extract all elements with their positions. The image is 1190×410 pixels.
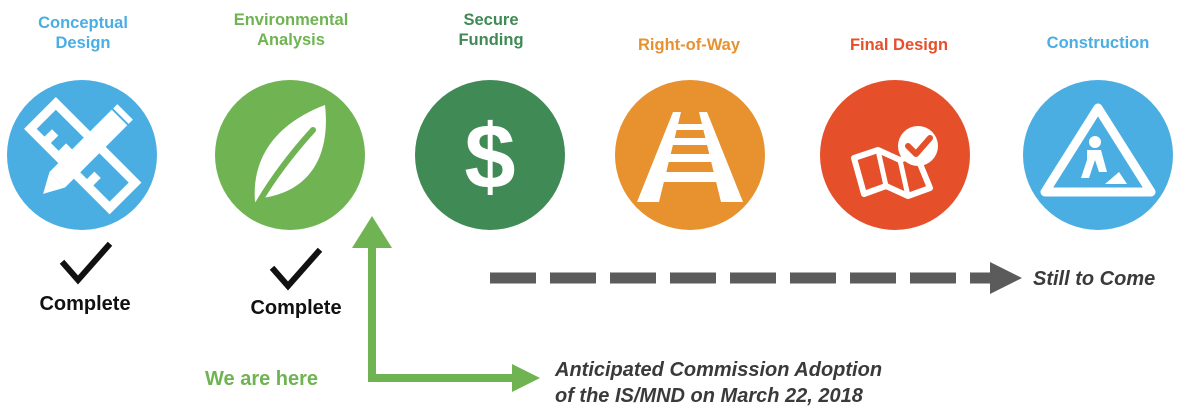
stage-construction: [1023, 80, 1173, 230]
stage-label-secure-funding: Secure Funding: [458, 11, 524, 49]
leaf-icon: [254, 105, 326, 205]
road-work-sign-icon: [1040, 103, 1156, 197]
we-are-here-label: We are here: [205, 368, 319, 390]
stage-conceptual-design: [7, 80, 157, 230]
checkmark-icon: [59, 241, 113, 285]
checkmark-icon: [269, 247, 323, 291]
stage-right-of-way: [615, 80, 765, 230]
stage-label-conceptual-design: Conceptual Design: [38, 14, 128, 52]
railroad-track-icon: [637, 112, 743, 202]
map-check-icon: [851, 126, 938, 199]
still-to-come-dashed-arrow: [490, 262, 1022, 294]
dollar-icon: $: [464, 106, 515, 208]
adoption-note-line1: Anticipated Commission Adoption: [555, 359, 883, 381]
stage-label-construction: Construction: [1046, 34, 1150, 52]
still-to-come-label: Still to Come: [1033, 268, 1156, 290]
pencil-ruler-icon: [24, 97, 142, 215]
svg-text:$: $: [464, 106, 515, 208]
adoption-note: Anticipated Commission Adoption of the I…: [555, 357, 882, 409]
status-complete-conceptual: Complete: [39, 293, 131, 315]
adoption-note-line2: of the IS/MND on March 22, 2018: [555, 385, 863, 407]
stage-secure-funding: $: [415, 80, 565, 230]
stage-label-final-design: Final Design: [849, 36, 949, 54]
we-are-here-arrow: [352, 216, 540, 392]
stage-label-right-of-way: Right-of-Way: [637, 36, 741, 54]
stage-final-design: [820, 80, 970, 230]
stage-environmental-analysis: [215, 80, 365, 230]
stage-label-environmental-analysis: Environmental Analysis: [233, 11, 349, 49]
status-complete-environmental: Complete: [250, 297, 342, 319]
